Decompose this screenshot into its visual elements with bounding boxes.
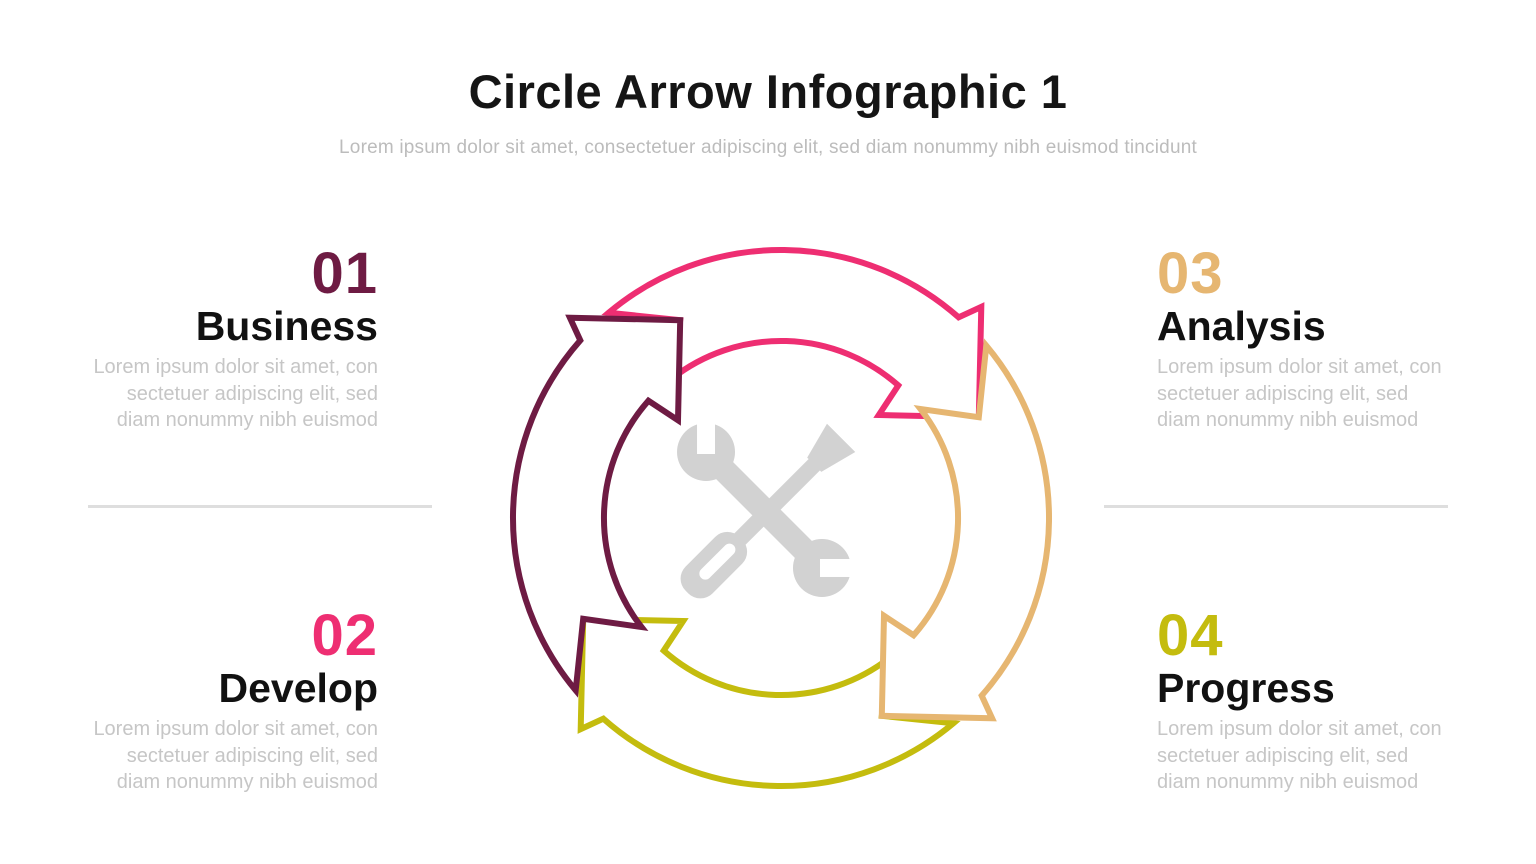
arrow-band-pink (601, 247, 985, 421)
step-block-03: 03 Analysis Lorem ipsum dolor sit amet, … (1157, 241, 1477, 434)
divider-left (88, 505, 432, 508)
step-title: Analysis (1157, 303, 1326, 349)
step-title: Develop (218, 665, 379, 711)
circle-arrow-diagram (481, 218, 1081, 818)
step-number: 04 (1157, 603, 1224, 668)
step-number: 01 (311, 241, 378, 306)
arrow-band-yellow (577, 615, 961, 789)
step-block-04: 04 Progress Lorem ipsum dolor sit amet, … (1157, 603, 1477, 796)
divider-right (1104, 505, 1448, 508)
step-block-02: 02 Develop Lorem ipsum dolor sit amet, c… (58, 603, 379, 796)
step-description: Lorem ipsum dolor sit amet, con sectetue… (1157, 718, 1442, 793)
step-title: Business (195, 303, 378, 349)
step-description: Lorem ipsum dolor sit amet, con sectetue… (93, 718, 378, 793)
step-block-01: 01 Business Lorem ipsum dolor sit amet, … (58, 241, 378, 434)
step-title: Progress (1157, 665, 1335, 711)
step-number: 02 (311, 603, 378, 668)
screwdriver-icon (680, 423, 856, 599)
arrow-band-maroon (510, 314, 684, 698)
arrow-band-tan (878, 338, 1052, 722)
page-title: Circle Arrow Infographic 1 (468, 65, 1068, 118)
tools-icon (677, 406, 870, 599)
step-description: Lorem ipsum dolor sit amet, con sectetue… (1157, 356, 1442, 431)
step-number: 03 (1157, 241, 1224, 306)
page-subtitle: Lorem ipsum dolor sit amet, consectetuer… (339, 137, 1197, 158)
step-description: Lorem ipsum dolor sit amet, con sectetue… (93, 356, 378, 431)
